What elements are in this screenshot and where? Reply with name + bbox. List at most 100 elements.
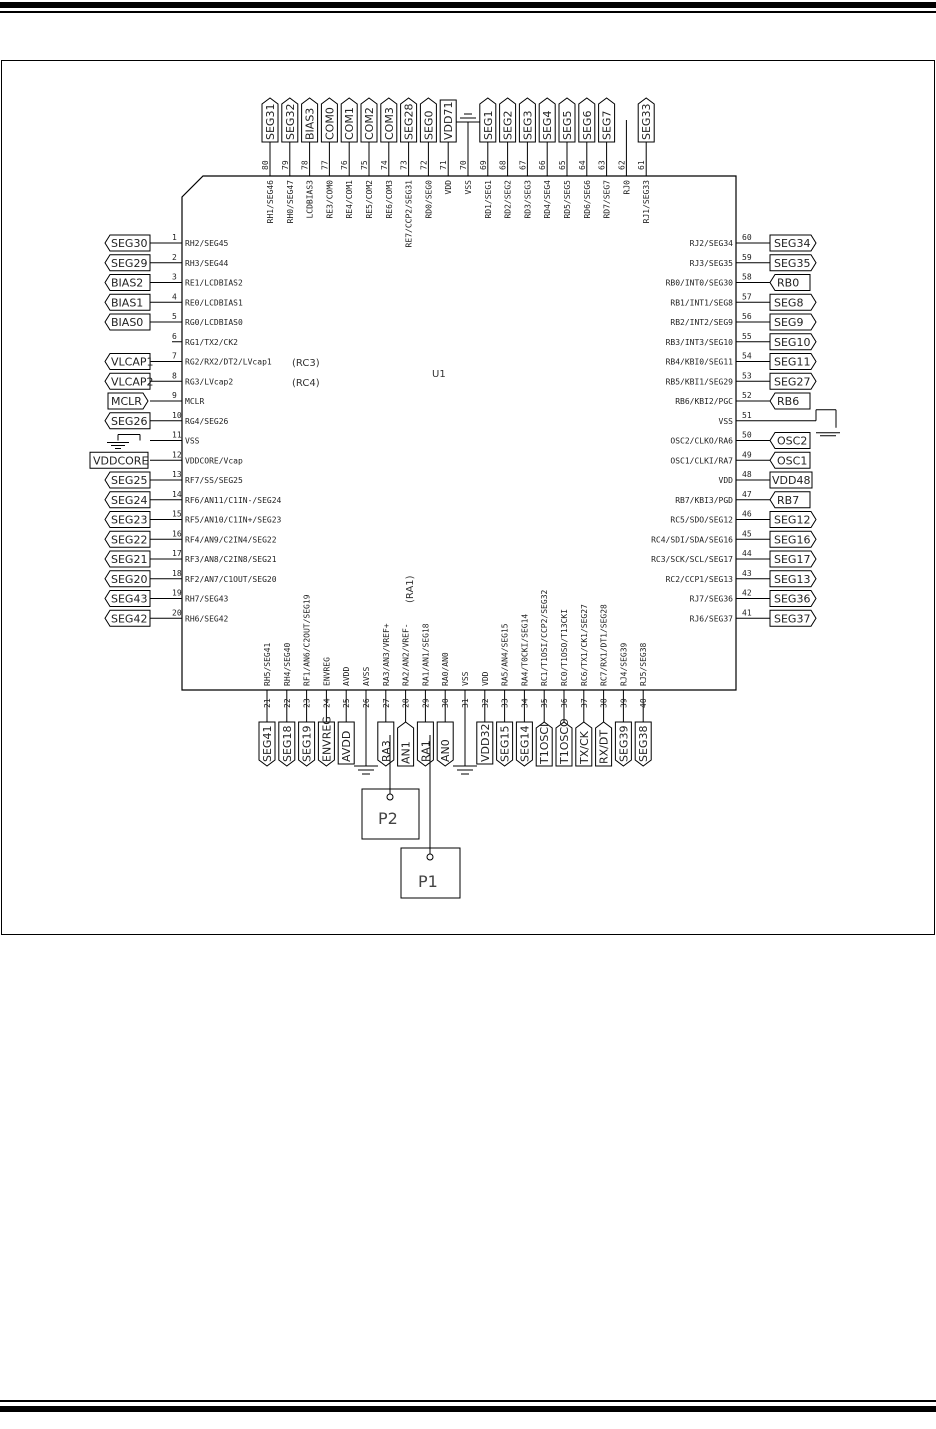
pin-function-label: VSS xyxy=(185,437,200,446)
net-name: SEG5 xyxy=(561,111,574,140)
test-point-p2: P2 xyxy=(361,735,420,840)
pin-function-label: RA4/T0CKI/SEG14 xyxy=(520,614,529,686)
net-name: SEG41 xyxy=(261,726,274,762)
pin-number: 63 xyxy=(598,160,607,170)
net-name: SEG16 xyxy=(774,533,810,546)
net-name: SEG34 xyxy=(774,237,810,250)
pin-number: 49 xyxy=(742,450,752,459)
pin-function-label: RJ7/SEG36 xyxy=(690,595,734,604)
net-name: RB6 xyxy=(777,395,799,408)
pin-function-label: RC6/TX1/CK1/SEG27 xyxy=(580,604,589,686)
net-name: T1OSCI xyxy=(538,724,551,765)
net-label-flag xyxy=(769,530,817,548)
pin-number: 13 xyxy=(172,470,182,479)
pin-number: 31 xyxy=(461,698,470,708)
pin-number: 24 xyxy=(322,698,331,708)
net-name: RB7 xyxy=(777,494,799,507)
net-label-flag xyxy=(769,392,811,410)
net-label-flag xyxy=(538,97,556,143)
net-name: SEG43 xyxy=(111,593,147,606)
pin-function-label: VDD xyxy=(444,180,453,195)
net-name: TX/CK xyxy=(578,730,591,765)
pin-number: 3 xyxy=(172,273,177,282)
pin-function-label: RA5/AN4/SEG15 xyxy=(501,623,510,686)
pin-number: 61 xyxy=(637,160,646,170)
pin-number: 4 xyxy=(172,292,177,301)
pin-function-label: RA1/AN1/SEG18 xyxy=(421,623,430,686)
net-label-flag xyxy=(769,254,817,272)
annotation-ra1: (RA1) xyxy=(405,575,416,603)
pin-function-label: MCLR xyxy=(185,397,204,406)
pin-function-label: RC1/T1OSI/CCP2/SEG32 xyxy=(540,589,549,686)
pin-number: 15 xyxy=(172,510,182,519)
pin-number: 26 xyxy=(362,698,371,708)
pin-function-label: RD6/SEG6 xyxy=(583,180,592,219)
net-label-flag xyxy=(380,97,398,143)
pin-function-label: RF1/AN6/C2OUT/SEG19 xyxy=(303,594,312,686)
net-label-flag xyxy=(104,609,151,627)
net-label-flag xyxy=(400,97,418,143)
net-name: VDD32 xyxy=(479,724,492,762)
pin-number: 28 xyxy=(402,698,411,708)
pin-number: 47 xyxy=(742,490,752,499)
net-name: SEG39 xyxy=(617,726,630,762)
pin-number: 43 xyxy=(742,569,752,578)
net-name: SEG21 xyxy=(111,553,147,566)
net-name: AN0 xyxy=(439,739,452,762)
pin-number: 30 xyxy=(441,698,450,708)
pin-function-label: OSC1/CLKI/RA7 xyxy=(670,456,733,465)
net-label-flag xyxy=(479,97,497,143)
pin-number: 50 xyxy=(742,431,752,440)
pin-number: 46 xyxy=(742,510,752,519)
net-label-flag xyxy=(769,511,817,528)
pin-function-label: ENVREG xyxy=(322,657,331,686)
net-name: SEG27 xyxy=(774,375,810,388)
annotation-rc4: (RC4) xyxy=(292,378,320,389)
net-label-flag xyxy=(340,97,358,143)
pin-function-label: RA0/AN0 xyxy=(441,652,450,686)
pin-number: 35 xyxy=(540,698,549,708)
pin-number: 75 xyxy=(360,160,369,170)
pin-function-label: RC2/CCP1/SEG13 xyxy=(666,575,734,584)
net-label-flag xyxy=(436,721,454,767)
net-name: AN1 xyxy=(400,741,413,764)
pin-function-label: RH4/SEG40 xyxy=(283,642,292,686)
pin-number: 34 xyxy=(520,698,529,708)
pin-number: 18 xyxy=(172,569,182,578)
schematic-frame xyxy=(1,60,935,935)
pin-number: 48 xyxy=(742,470,752,479)
net-label-flag xyxy=(104,313,151,331)
pin-number: 23 xyxy=(303,698,312,708)
pin-number: 38 xyxy=(600,698,609,708)
pin-function-label: RH3/SEG44 xyxy=(185,259,229,268)
net-label-flag xyxy=(104,234,151,252)
net-name: T1OSCO xyxy=(558,718,571,765)
net-label-flag xyxy=(614,721,632,767)
pin-number: 9 xyxy=(172,391,177,400)
net-name: RB0 xyxy=(777,277,799,290)
pin-function-label: RG2/RX2/DT2/LVcap1 xyxy=(185,358,272,367)
pin-number: 42 xyxy=(742,589,752,598)
